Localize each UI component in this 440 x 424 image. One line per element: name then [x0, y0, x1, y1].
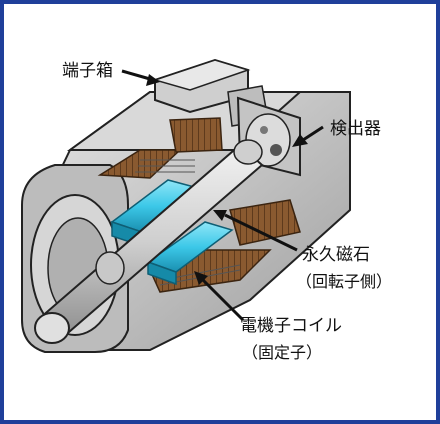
permanent-magnet [110, 179, 234, 286]
label-terminal-box: 端子箱 [62, 61, 113, 81]
label-armature-coil: 電機子コイル [240, 316, 342, 336]
label-stator: （固定子） [242, 343, 322, 362]
label-rotor-side: （回転子側） [296, 272, 392, 291]
label-detector: 検出器 [330, 119, 381, 139]
label-permanent-magnet: 永久磁石 [302, 245, 370, 265]
leader-lines [121, 69, 324, 322]
rotor-shaft [34, 139, 264, 344]
